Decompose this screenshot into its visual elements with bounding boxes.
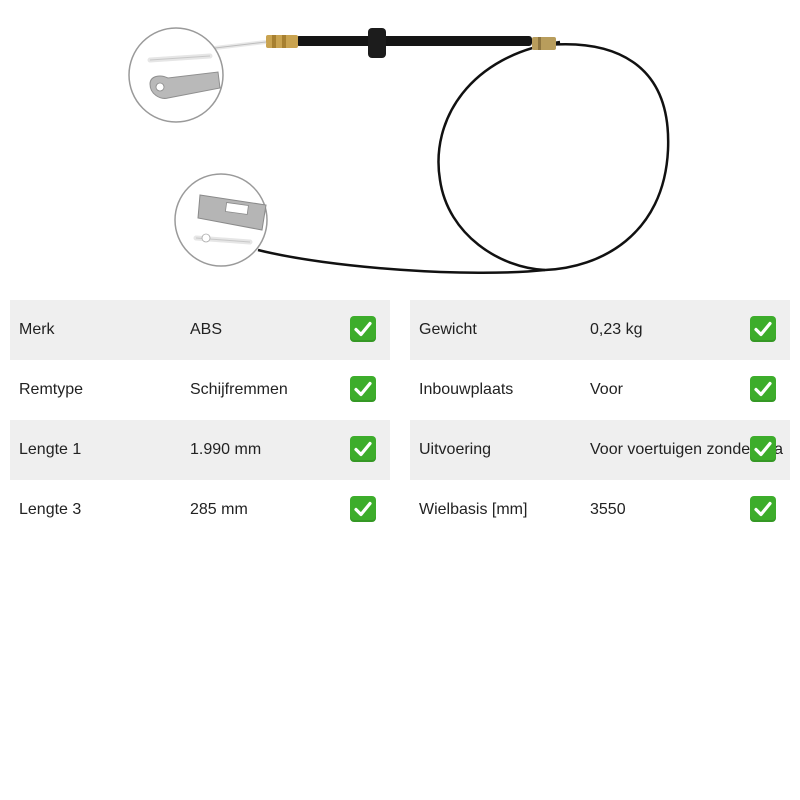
grommet <box>368 28 386 58</box>
upper-end-detail <box>128 27 224 123</box>
spec-row-lengte-3: Lengte 3 285 mm <box>10 480 390 540</box>
spec-table-right: Gewicht 0,23 kg Inbouwplaats Voor Uitvoe… <box>410 300 790 540</box>
check-mark-icon <box>750 496 776 522</box>
spec-label: Uitvoering <box>419 441 492 458</box>
spec-label: Wielbasis [mm] <box>419 501 528 518</box>
brass-fitting-right <box>532 37 556 50</box>
spec-label: Inbouwplaats <box>419 381 514 398</box>
spec-value: Voor <box>590 381 623 398</box>
cable-sheath <box>296 36 532 46</box>
check-mark-icon <box>350 376 376 402</box>
spec-row-gewicht: Gewicht 0,23 kg <box>410 300 790 360</box>
spec-label: Lengte 3 <box>19 501 82 518</box>
spec-value: Voor voertuigen zonder dra <box>590 441 784 458</box>
spec-row-wielbasis: Wielbasis [mm] 3550 <box>410 480 790 540</box>
cable-loop-inner <box>437 40 561 272</box>
spec-row-merk: Merk ABS <box>10 300 390 360</box>
check-mark-icon <box>350 436 376 462</box>
spec-value: 3550 <box>590 501 626 518</box>
spec-label: Lengte 1 <box>19 441 82 458</box>
spec-value: 0,23 kg <box>590 321 643 338</box>
spec-label: Merk <box>19 321 55 338</box>
check-mark-icon <box>750 316 776 342</box>
spec-row-inbouwplaats: Inbouwplaats Voor <box>410 360 790 420</box>
check-mark-icon <box>750 436 776 462</box>
spec-row-lengte-1: Lengte 1 1.990 mm <box>10 420 390 480</box>
spec-value: 285 mm <box>190 501 248 518</box>
spec-row-remtype: Remtype Schijfremmen <box>10 360 390 420</box>
check-mark-icon <box>350 316 376 342</box>
product-image <box>128 27 670 275</box>
spec-label: Gewicht <box>419 321 477 338</box>
spec-label: Remtype <box>19 381 84 398</box>
lower-cable <box>257 248 546 275</box>
spec-row-uitvoering: Uitvoering Voor voertuigen zonder dra <box>410 420 790 480</box>
spec-value: Schijfremmen <box>190 381 288 398</box>
check-mark-icon <box>750 376 776 402</box>
check-mark-icon <box>350 496 376 522</box>
lower-end-detail <box>174 173 268 267</box>
spec-value: ABS <box>190 321 223 338</box>
spec-value: 1.990 mm <box>190 441 262 458</box>
spec-table-left: Merk ABS Remtype Schijfremmen Lengte 1 1… <box>10 300 390 540</box>
cable-loop <box>544 43 670 272</box>
